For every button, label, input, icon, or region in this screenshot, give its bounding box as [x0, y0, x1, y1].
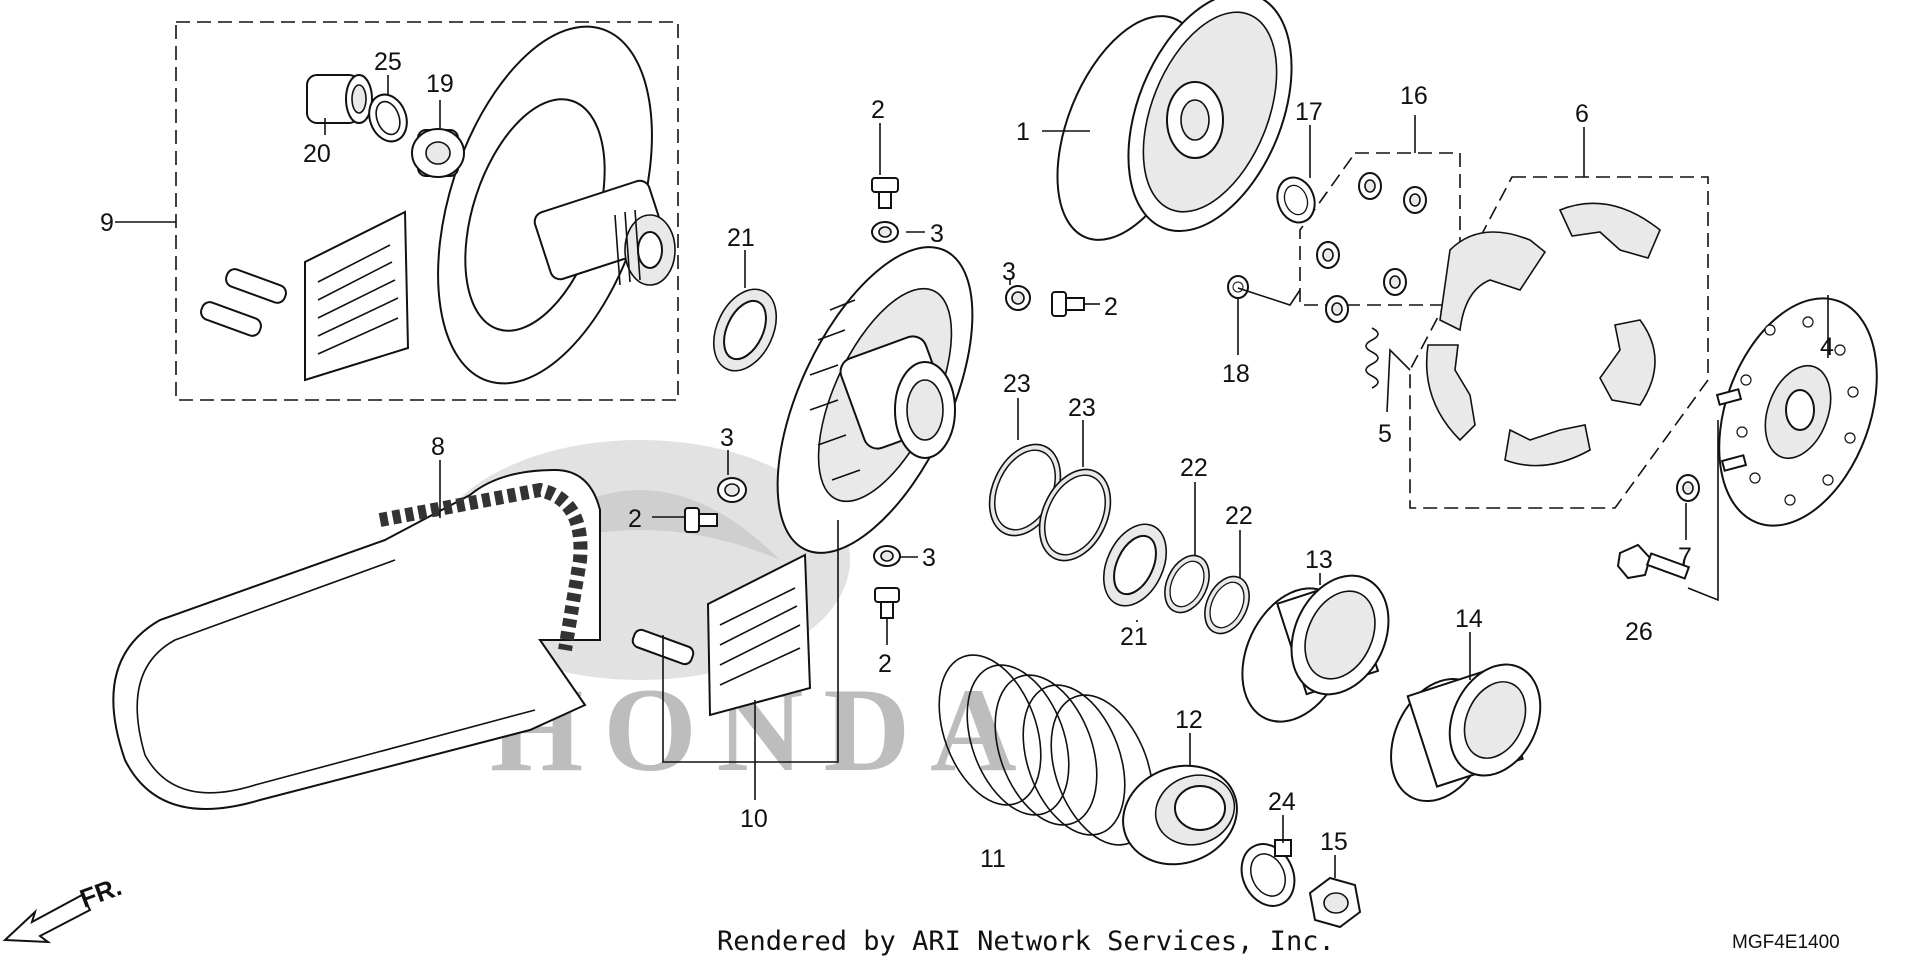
callout-1: 1: [1016, 118, 1030, 146]
part-oil-seal-21b: [1102, 523, 1168, 607]
callout-9: 9: [100, 209, 114, 237]
callout-26: 26: [1625, 618, 1653, 646]
part-label-card-9: [304, 210, 410, 382]
part-needle-bearing: [306, 74, 373, 124]
callout-15: 15: [1320, 828, 1348, 856]
diagram-code: MGF4E1400: [1732, 932, 1840, 953]
callout-12: 12: [1175, 706, 1203, 734]
part-o-ring-22a-inner: [1169, 560, 1205, 608]
part-seal-collar: [1122, 764, 1238, 866]
callout-2-mid: 2: [1104, 293, 1118, 321]
callout-2-left: 2: [628, 505, 642, 533]
callout-2-top: 2: [871, 96, 885, 124]
part-washer-3c: [717, 477, 747, 503]
assembly-box-6: [1409, 176, 1709, 509]
part-label-card-10: [706, 553, 812, 717]
callout-3-left: 3: [720, 424, 734, 452]
part-collar-14: [1390, 663, 1542, 803]
part-circlip-17: [1276, 176, 1316, 224]
part-clutch-spring-5: [1365, 327, 1379, 389]
callout-8: 8: [431, 433, 445, 461]
callout-16: 16: [1400, 82, 1428, 110]
arrow-icon: [2, 893, 92, 944]
callout-23-right: 23: [1068, 394, 1096, 422]
part-circlip-25: [368, 93, 408, 143]
part-collar-13: [1241, 574, 1390, 723]
callout-25: 25: [374, 48, 402, 76]
part-guide-pins: [200, 268, 287, 337]
part-oil-seal-21a: [712, 288, 778, 372]
callout-5: 5: [1378, 420, 1392, 448]
callout-17: 17: [1295, 98, 1323, 126]
callout-3-mid: 3: [1002, 258, 1016, 286]
callout-20: 20: [303, 140, 331, 168]
callout-24: 24: [1268, 788, 1296, 816]
part-collar-7: [1676, 474, 1700, 502]
part-bolt-2d: [874, 587, 900, 619]
part-driven-face: [437, 25, 676, 385]
part-o-ring-22b-inner: [1209, 581, 1245, 629]
part-bearing-19: [411, 128, 465, 178]
callout-3-top: 3: [930, 220, 944, 248]
leader-lines: [115, 75, 1829, 878]
part-bolt-2a: [871, 177, 899, 209]
callout-19: 19: [426, 70, 454, 98]
callout-3-lower: 3: [922, 544, 936, 572]
callout-22-right: 22: [1225, 502, 1253, 530]
part-clutch-plate-4: [1715, 297, 1878, 527]
callout-10: 10: [740, 805, 768, 833]
part-washer-set-16: [1316, 172, 1427, 323]
callout-23-left: 23: [1003, 370, 1031, 398]
part-drive-belt: [112, 468, 601, 810]
part-washer-3b: [1005, 285, 1031, 311]
callout-7: 7: [1678, 543, 1692, 571]
callout-21-upper: 21: [727, 224, 755, 252]
part-o-ring-23b-inner: [1044, 474, 1106, 556]
callout-13: 13: [1305, 546, 1333, 574]
front-direction-marker: FR.: [2, 871, 126, 944]
callout-labels: 9 8 20 25 19 21 2 3 3 2 3 2 3 2 10 23 23…: [100, 48, 1834, 873]
part-e-clip-18: [1227, 275, 1249, 299]
part-spring: [938, 654, 1154, 846]
part-clutch-shoes: [1425, 202, 1661, 467]
front-marker-text: FR.: [76, 871, 126, 914]
callout-14: 14: [1455, 605, 1483, 633]
callout-2-lower: 2: [878, 650, 892, 678]
part-bolt-2b: [1051, 291, 1085, 317]
callout-22-left: 22: [1180, 454, 1208, 482]
part-drive-pulley: [776, 246, 974, 554]
callout-6: 6: [1575, 100, 1589, 128]
footer-credit: Rendered by ARI Network Services, Inc.: [717, 926, 1335, 957]
part-washer-3a: [871, 221, 899, 243]
callout-11: 11: [980, 845, 1006, 873]
part-clutch-outer: [1056, 0, 1293, 241]
part-washer-3d: [873, 545, 901, 567]
callout-18: 18: [1222, 360, 1250, 388]
callout-4: 4: [1820, 333, 1834, 361]
part-circlip-24: [1240, 839, 1296, 907]
part-bolt-2c: [684, 507, 718, 533]
part-nut-15: [1308, 876, 1362, 929]
callout-21-lower: 21: [1120, 623, 1148, 651]
assembly-box-16: [1299, 152, 1461, 306]
part-flange-bolt-26: [1616, 543, 1691, 580]
